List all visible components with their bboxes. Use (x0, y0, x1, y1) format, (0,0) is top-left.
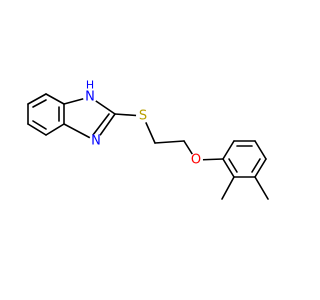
bond-c1p-c2p-inner (228, 158, 238, 173)
bond-c2p-methyl (221, 176, 235, 200)
atom-labels: N H N S O (83, 79, 203, 168)
bond-ch2a-ch2b (154, 140, 185, 144)
bond-c1p-c2p (222, 158, 235, 178)
bond-c3p-c4p-inner (251, 158, 261, 173)
atom-n1-hydrogen-label: H (86, 79, 94, 92)
bonds (27, 93, 269, 200)
atom-n3-label: N (91, 134, 101, 149)
bond-c3p-c4p (254, 158, 267, 178)
s-label-background (136, 109, 150, 123)
atom-o-label: O (191, 153, 201, 168)
bond-c3p-methyl (254, 176, 269, 200)
atom-s-label: S (139, 109, 147, 124)
bond-c7-c6 (27, 93, 47, 105)
n1-label-background (83, 90, 97, 104)
bond-c4-c3a (45, 123, 65, 136)
atom-n1-label: N (85, 90, 95, 105)
bond-c5-c4 (27, 123, 47, 136)
bond-c4p-c5p (254, 140, 267, 160)
bond-c2-n3-inner (92, 113, 110, 136)
benzimidazole-thioether-structure: N H N S O (27, 79, 269, 200)
bond-c5-c4-inner (32, 120, 47, 130)
o-label-background (189, 153, 203, 167)
bond-c7a-c7 (45, 93, 65, 105)
bond-c7-c6-inner (32, 99, 47, 108)
bond-c6p-c1p (222, 140, 235, 160)
n3-label-background (89, 134, 103, 148)
